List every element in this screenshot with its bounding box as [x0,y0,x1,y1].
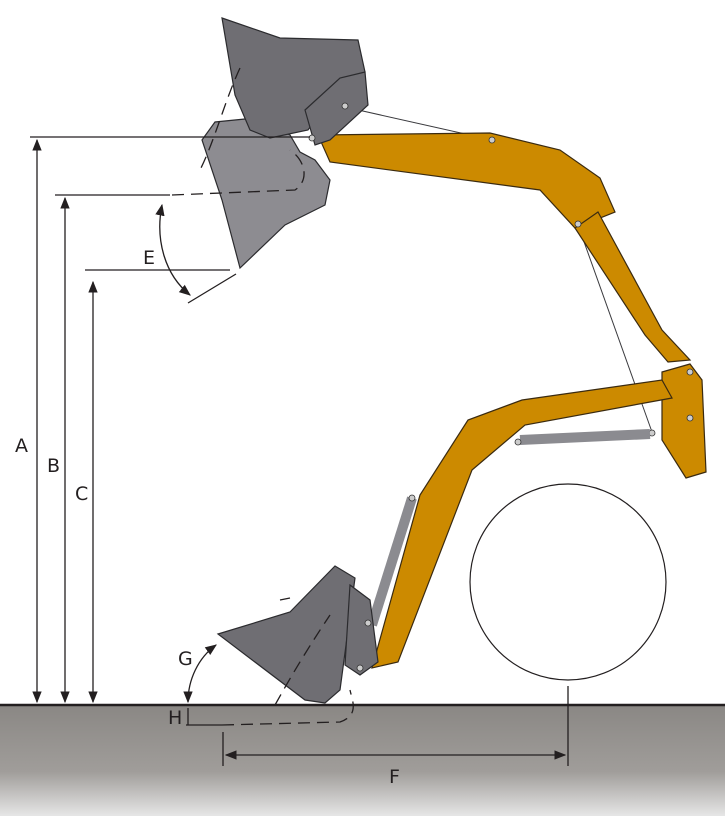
dimension-g [183,644,217,704]
label-f: F [389,766,400,788]
label-b: B [47,455,60,477]
lowered-arm [367,379,673,669]
label-a: A [15,435,28,457]
lowered-bucket [216,565,379,726]
raised-arm [317,106,692,433]
dimension-c [85,269,230,704]
label-e: E [143,247,155,269]
dimension-h [186,708,222,726]
dimension-b [55,194,170,704]
loader-mount [661,363,707,479]
dimension-f [222,686,569,766]
dimension-e [155,203,237,304]
dimension-a [30,136,310,704]
label-h: H [168,707,182,729]
raised-bucket [171,17,369,270]
label-c: C [75,483,88,505]
wheel [469,483,667,681]
label-g: G [178,648,193,670]
ground [0,705,725,816]
